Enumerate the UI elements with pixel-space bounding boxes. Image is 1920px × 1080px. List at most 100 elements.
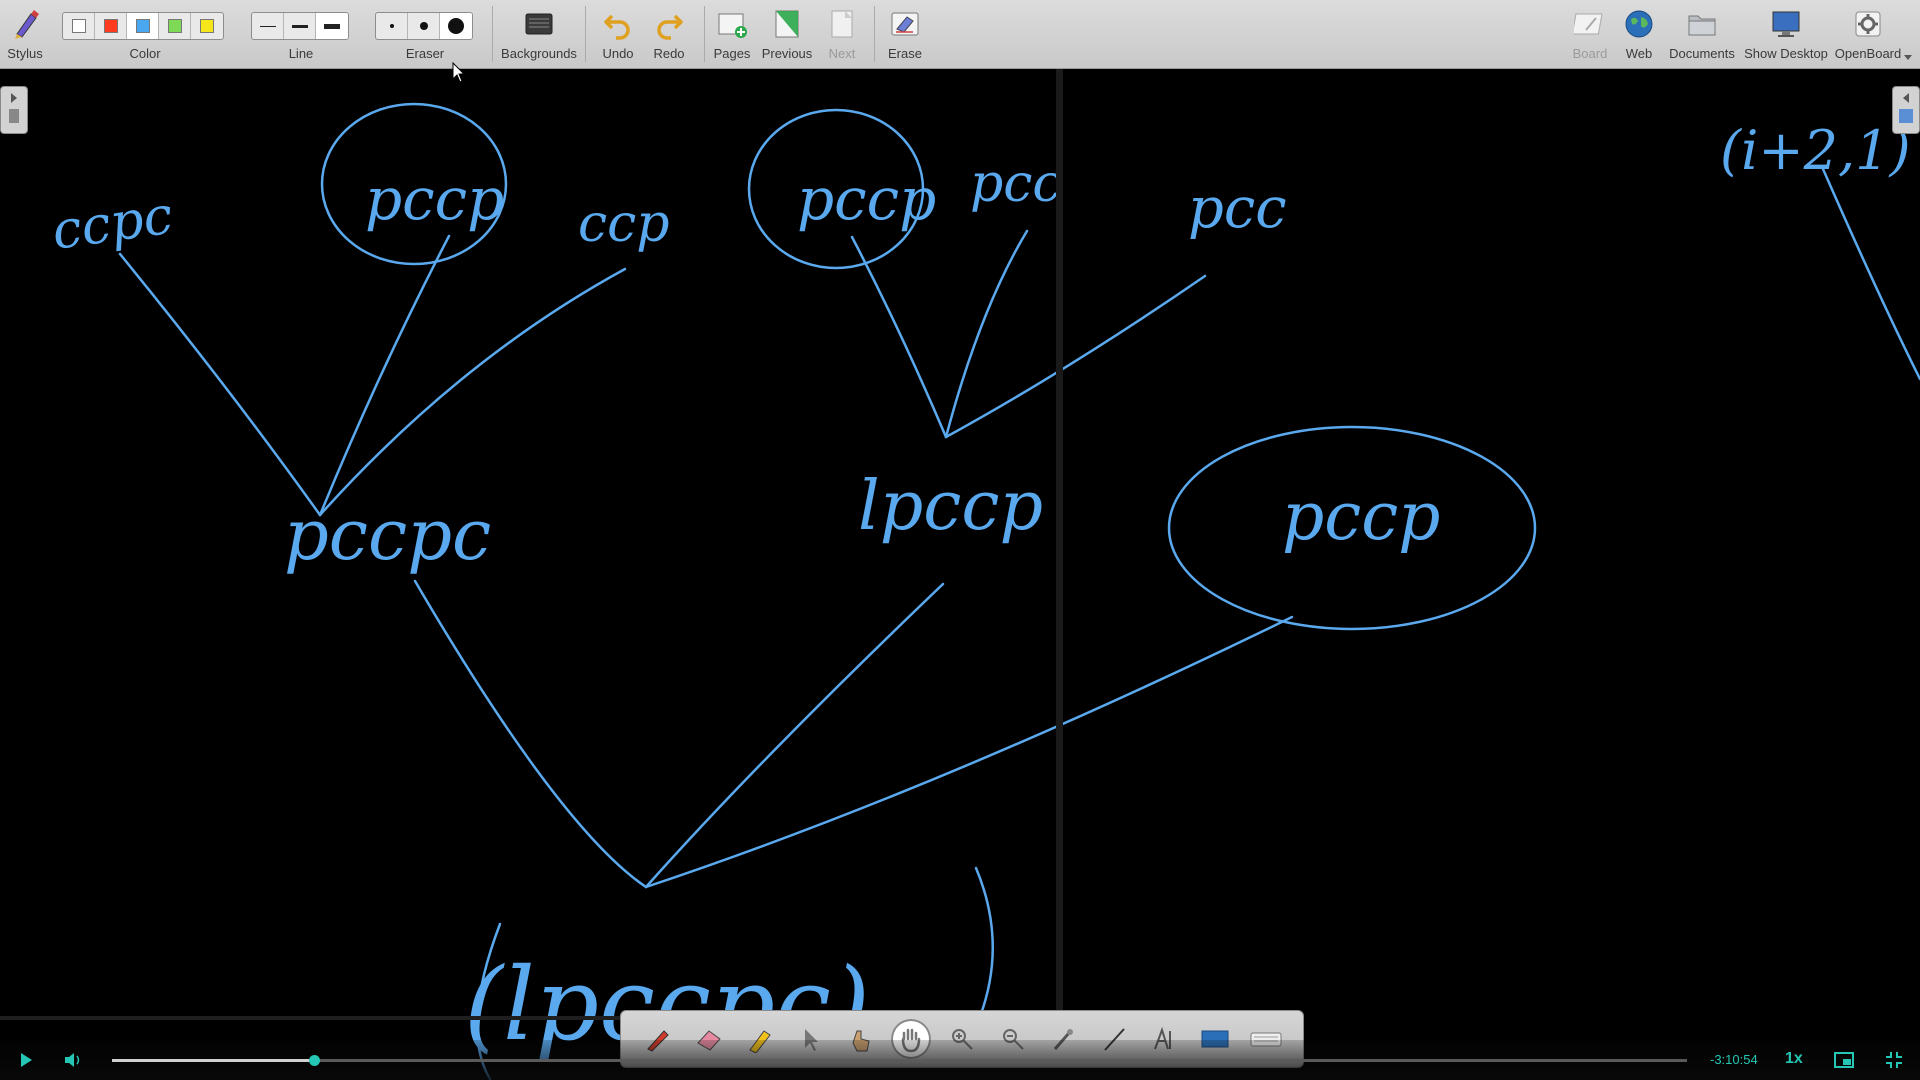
undo-button[interactable]: Undo — [594, 0, 642, 68]
ink-text-mid-center: lpccp — [858, 467, 1043, 546]
folder-icon — [1688, 15, 1716, 36]
main-toolbar: Stylus Color Line Eraser — [0, 0, 1920, 69]
board-page-divider — [1056, 69, 1063, 1019]
ink-text-top-left-2: ccp — [578, 194, 670, 254]
color-label: Color — [129, 46, 161, 61]
playback-speed-button[interactable]: 1x — [1785, 1050, 1803, 1067]
previous-page-icon — [775, 10, 799, 38]
seek-bar-handle[interactable] — [308, 1055, 320, 1066]
openboard-label: OpenBoard — [1834, 46, 1902, 61]
eraser-group: Eraser — [374, 0, 476, 68]
color-yellow-swatch[interactable] — [191, 13, 223, 39]
line-medium-option[interactable] — [284, 13, 316, 39]
backgrounds-button[interactable]: Backgrounds — [498, 0, 580, 68]
seek-bar[interactable] — [112, 1055, 1687, 1066]
web-label: Web — [1625, 46, 1653, 61]
redo-button[interactable]: Redo — [645, 0, 693, 68]
documents-button[interactable]: Documents — [1666, 0, 1738, 68]
desktop-icon — [1772, 11, 1800, 37]
ink-edge — [413, 579, 648, 889]
color-blue-swatch[interactable] — [127, 13, 159, 39]
ink-circle — [320, 102, 508, 266]
left-palette-tab[interactable] — [0, 86, 28, 134]
toolbar-divider — [704, 6, 705, 62]
previous-label: Previous — [761, 46, 813, 61]
add-page-icon — [718, 13, 747, 38]
redo-icon — [657, 14, 683, 40]
eraser-size-picker — [375, 12, 473, 40]
show-desktop-button[interactable]: Show Desktop — [1742, 0, 1830, 68]
fullscreen-exit-icon — [1886, 1052, 1902, 1068]
ink-edge — [644, 582, 945, 889]
globe-icon — [1625, 10, 1653, 38]
ink-edge — [1821, 167, 1920, 381]
stylus-icon — [15, 10, 39, 39]
backgrounds-label: Backgrounds — [501, 46, 577, 61]
volume-icon — [65, 1053, 80, 1067]
ink-edge — [318, 267, 627, 517]
next-page-button[interactable]: Next — [820, 0, 864, 68]
ink-edge — [644, 615, 1294, 889]
eraser-label: Eraser — [405, 46, 445, 61]
volume-button[interactable] — [62, 1048, 86, 1072]
chevron-left-icon — [1899, 93, 1913, 123]
stylus-button[interactable]: Stylus — [0, 0, 50, 68]
board-button[interactable]: Board — [1566, 0, 1614, 68]
ink-text-top-mid-1: pcc — [970, 154, 1062, 214]
hand-icon — [902, 1028, 921, 1053]
web-button[interactable]: Web — [1616, 0, 1662, 68]
chevron-right-icon — [9, 93, 19, 123]
toolbar-divider — [492, 6, 493, 62]
eraser-small-option[interactable] — [376, 13, 408, 39]
color-green-swatch[interactable] — [159, 13, 191, 39]
ink-edge — [118, 252, 322, 517]
pages-button[interactable]: Pages — [710, 0, 754, 68]
gear-icon — [1855, 11, 1881, 37]
right-palette-tab[interactable] — [1892, 86, 1920, 134]
line-group: Line — [250, 0, 352, 68]
picture-in-picture-icon — [1834, 1052, 1854, 1068]
chevron-down-icon[interactable] — [1903, 54, 1913, 62]
toolbar-divider — [585, 6, 586, 62]
next-page-icon — [831, 10, 853, 38]
line-label: Line — [288, 46, 314, 61]
play-icon — [21, 1053, 32, 1067]
ink-text-circled-3: pccp — [1282, 478, 1440, 555]
undo-label: Undo — [602, 46, 634, 61]
board-page-bottom-edge — [0, 1016, 1056, 1020]
ink-edge — [944, 229, 1029, 439]
color-red-swatch[interactable] — [95, 13, 127, 39]
ink-text-top-mid-2: pcc — [1188, 176, 1287, 241]
ink-text-circled-1: pccp — [365, 165, 504, 233]
ink-edge — [944, 274, 1207, 439]
board-label: Board — [1572, 46, 1608, 61]
ink-layer: ccpc pccp ccp pccp pcc pcc (i+2,1) pccpc… — [48, 102, 1920, 1080]
fullscreen-button[interactable] — [1882, 1048, 1906, 1072]
color-white-swatch[interactable] — [63, 13, 95, 39]
line-thin-option[interactable] — [252, 13, 284, 39]
next-label: Next — [828, 46, 856, 61]
ink-text-circled-2: pccp — [797, 165, 936, 233]
line-thick-option[interactable] — [316, 13, 348, 39]
toolbar-divider — [874, 6, 875, 62]
documents-label: Documents — [1669, 46, 1735, 61]
eraser-large-option[interactable] — [440, 13, 472, 39]
color-picker — [62, 12, 224, 40]
openboard-menu-button[interactable]: OpenBoard — [1834, 0, 1902, 68]
previous-page-button[interactable]: Previous — [760, 0, 814, 68]
redo-label: Redo — [653, 46, 685, 61]
eraser-medium-option[interactable] — [408, 13, 440, 39]
whiteboard-canvas[interactable]: ccpc pccp ccp pccp pcc pcc (i+2,1) pccpc… — [0, 69, 1920, 1080]
color-group: Color — [60, 0, 230, 68]
undo-icon — [604, 14, 630, 40]
ink-circle — [747, 108, 925, 270]
play-button[interactable] — [14, 1048, 38, 1072]
ink-edge — [850, 235, 948, 439]
erase-button[interactable]: Erase — [882, 0, 928, 68]
seek-bar-progress — [112, 1059, 314, 1062]
ink-edge — [318, 234, 451, 517]
ink-circle — [1167, 425, 1537, 631]
pages-label: Pages — [713, 46, 751, 61]
picture-in-picture-button[interactable] — [1832, 1048, 1856, 1072]
erase-board-icon — [891, 12, 919, 36]
